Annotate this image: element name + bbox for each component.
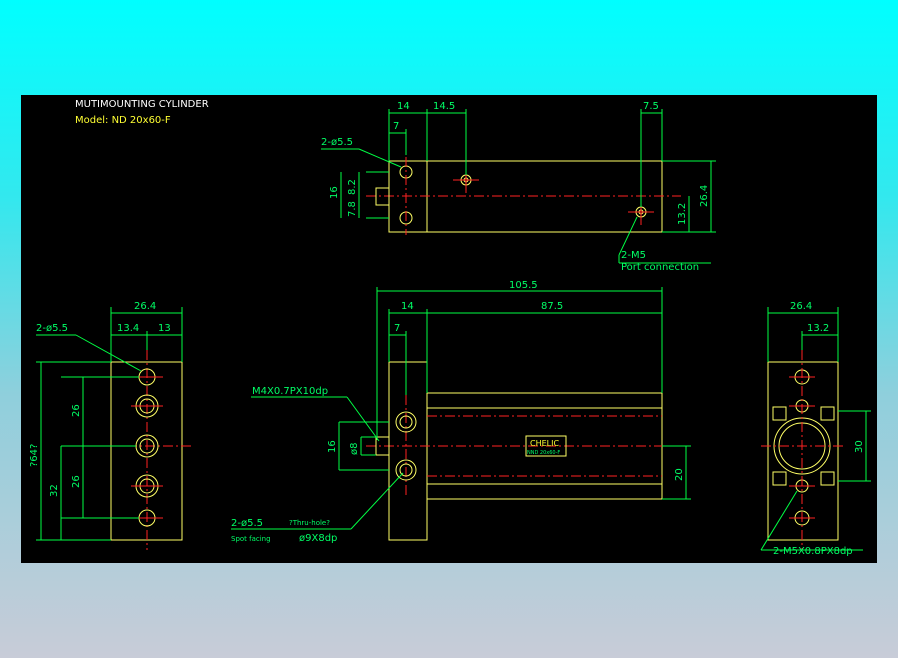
left-dim-26-4: 26.4 — [134, 301, 156, 312]
model-label: Model: ND 20x60-F — [75, 115, 171, 126]
left-dim-32: 32 — [49, 484, 60, 497]
top-dim-14: 14 — [397, 101, 410, 112]
drawing-title: MUTIMOUNTING CYLINDER — [75, 99, 209, 110]
top-port-callout: 2-M5 — [621, 250, 646, 261]
right-dim-30: 30 — [854, 440, 865, 453]
top-dim-7-8: 7.8 — [347, 201, 358, 217]
top-dim-26-4: 26.4 — [699, 185, 710, 207]
top-dim-16: 16 — [329, 186, 340, 199]
top-dim-7: 7 — [393, 121, 399, 132]
front-nameplate — [525, 435, 567, 457]
left-dim-26b: 26 — [71, 475, 82, 488]
right-view: 26.4 13.2 30 2-M5X0.8PX8dp — [760, 301, 871, 557]
left-dim-13: 13 — [158, 323, 171, 334]
cad-drawing-canvas: MUTIMOUNTING CYLINDER Model: ND 20x60-F — [21, 95, 877, 563]
front-view-flange — [388, 361, 428, 541]
top-dim-14-5: 14.5 — [433, 101, 455, 112]
front-dim-8: ø8 — [349, 443, 360, 455]
left-dim-26a: 26 — [71, 404, 82, 417]
top-dim-8-2: 8.2 — [347, 179, 358, 195]
front-dim-7: 7 — [394, 323, 400, 334]
left-view: 26.4 13.4 13 2-ø5.5 26 26 ?64? 32 — [29, 301, 191, 550]
right-dim-13-2: 13.2 — [807, 323, 829, 334]
front-dim-87-5: 87.5 — [541, 301, 563, 312]
left-dim-64: ?64? — [29, 444, 40, 467]
front-dim-14: 14 — [401, 301, 414, 312]
front-thru-note: ?Thru-hole? — [289, 519, 330, 527]
front-dim-20: 20 — [674, 468, 685, 481]
top-dim-13-2: 13.2 — [677, 203, 688, 225]
top-port-note: Port connection — [621, 262, 699, 273]
front-spot-dim: ø9X8dp — [299, 533, 337, 544]
top-dim-7-5: 7.5 — [643, 101, 659, 112]
front-dim-16: 16 — [327, 440, 338, 453]
front-hole-callout: 2-ø5.5 — [231, 518, 263, 529]
front-thread-callout: M4X0.7PX10dp — [252, 386, 328, 397]
top-view: 14 14.5 7.5 7 2-ø5.5 16 7.8 8.2 26.4 13.… — [321, 101, 716, 273]
left-dim-13-4: 13.4 — [117, 323, 139, 334]
nameplate-brand: CHELIC — [530, 439, 559, 448]
front-dim-105-5: 105.5 — [509, 280, 538, 291]
right-thread-callout: 2-M5X0.8PX8dp — [773, 546, 853, 557]
top-hole-callout: 2-ø5.5 — [321, 137, 353, 148]
right-view-body — [767, 361, 839, 541]
right-dim-26-4: 26.4 — [790, 301, 812, 312]
cad-drawing: MUTIMOUNTING CYLINDER Model: ND 20x60-F — [29, 99, 871, 557]
front-view: CHELIC NND 20x60-F 105.5 14 87.5 7 M4X0.… — [231, 280, 691, 544]
left-hole-callout: 2-ø5.5 — [36, 323, 68, 334]
nameplate-model: NND 20x60-F — [527, 450, 560, 456]
front-spot-note: Spot facing — [231, 535, 271, 543]
